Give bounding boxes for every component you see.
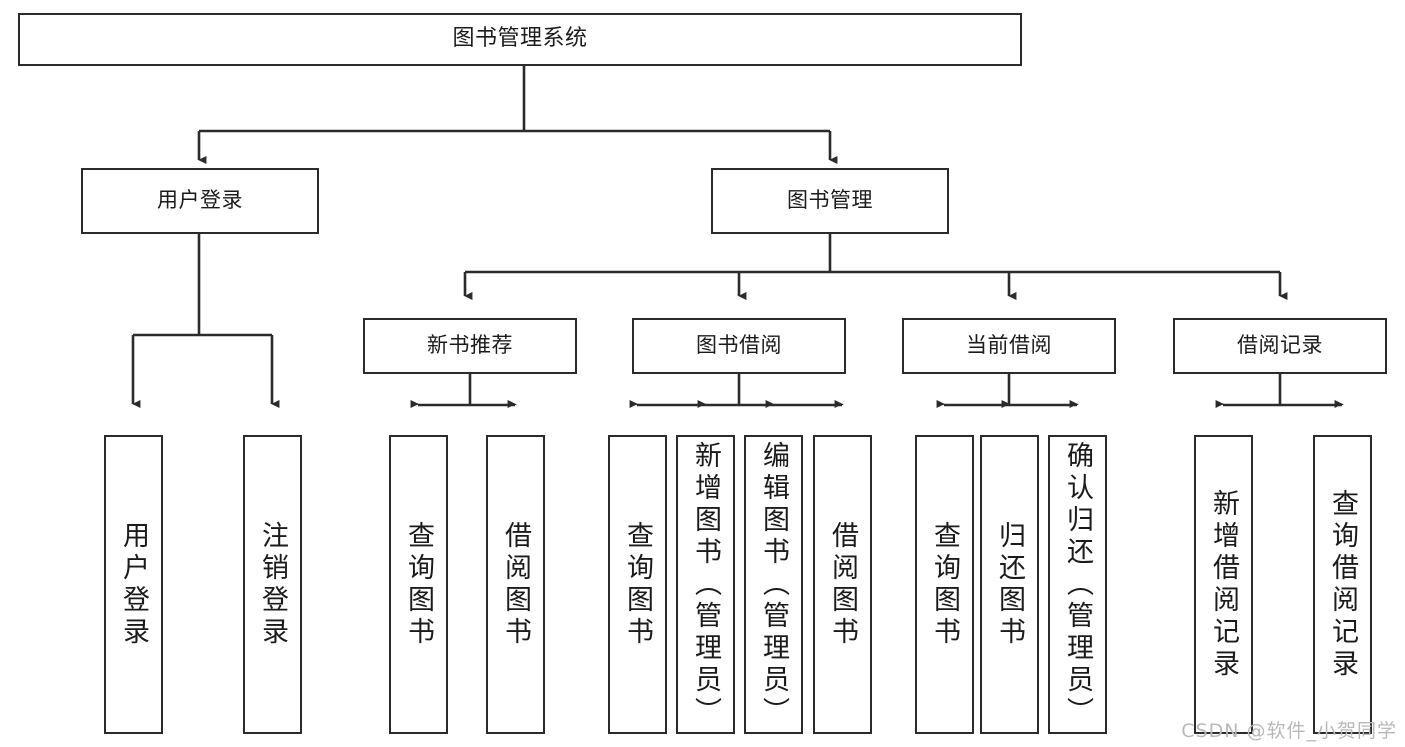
node-book-management[interactable]: 图书管理	[711, 168, 949, 234]
leaf-borrow-add[interactable]	[676, 435, 735, 734]
node-book-borrow-label: 图书借阅	[696, 333, 782, 358]
csdn-watermark: CSDN @软件_小贺同学	[1181, 720, 1397, 742]
leaf-user-login-login[interactable]	[104, 435, 163, 734]
node-borrow-records-label: 借阅记录	[1237, 333, 1323, 358]
node-book-borrow[interactable]: 图书借阅	[632, 318, 846, 374]
leaf-current-query[interactable]	[915, 435, 974, 734]
leaf-borrow-query[interactable]	[608, 435, 667, 734]
leaf-current-return[interactable]	[980, 435, 1039, 734]
leaf-records-add[interactable]	[1194, 435, 1253, 734]
leaf-new-book-borrow[interactable]	[486, 435, 545, 734]
node-root-label: 图书管理系统	[452, 26, 588, 52]
leaf-new-book-query[interactable]	[389, 435, 448, 734]
leaf-current-confirm[interactable]	[1048, 435, 1107, 734]
leaf-user-login-logout[interactable]	[243, 435, 302, 734]
node-borrow-records[interactable]: 借阅记录	[1173, 318, 1387, 374]
node-user-login-label: 用户登录	[157, 188, 243, 213]
node-current-borrow-label: 当前借阅	[966, 333, 1052, 358]
node-current-borrow[interactable]: 当前借阅	[902, 318, 1116, 374]
node-root[interactable]: 图书管理系统	[18, 13, 1022, 66]
leaf-borrow-lend[interactable]	[813, 435, 872, 734]
node-new-book-recommend[interactable]: 新书推荐	[363, 318, 577, 374]
leaf-records-query[interactable]	[1313, 435, 1372, 734]
leaf-borrow-edit[interactable]	[744, 435, 803, 734]
node-book-management-label: 图书管理	[787, 188, 873, 213]
node-user-login[interactable]: 用户登录	[81, 168, 319, 234]
node-new-book-recommend-label: 新书推荐	[427, 333, 513, 358]
